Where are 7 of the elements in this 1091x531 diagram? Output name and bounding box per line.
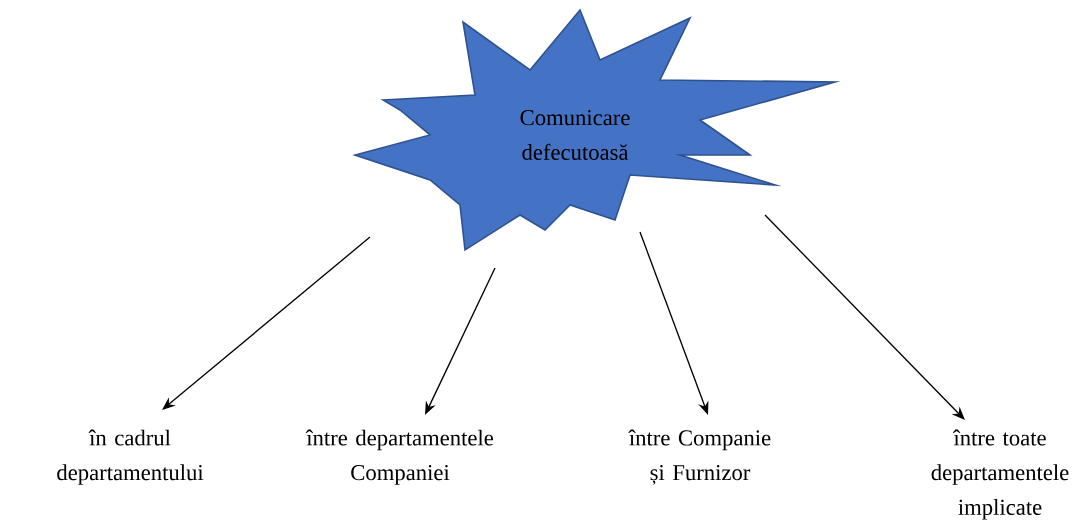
label-text: în cadrul departamentului [57, 429, 204, 485]
label-text: între toate departamentele implicate [931, 429, 1069, 520]
arrow [162, 236, 371, 410]
label-text: între Companie și Furnizor [628, 429, 771, 485]
arrow [425, 267, 496, 415]
label-text: între departamentele Companiei [305, 429, 494, 485]
arrow [764, 214, 965, 420]
